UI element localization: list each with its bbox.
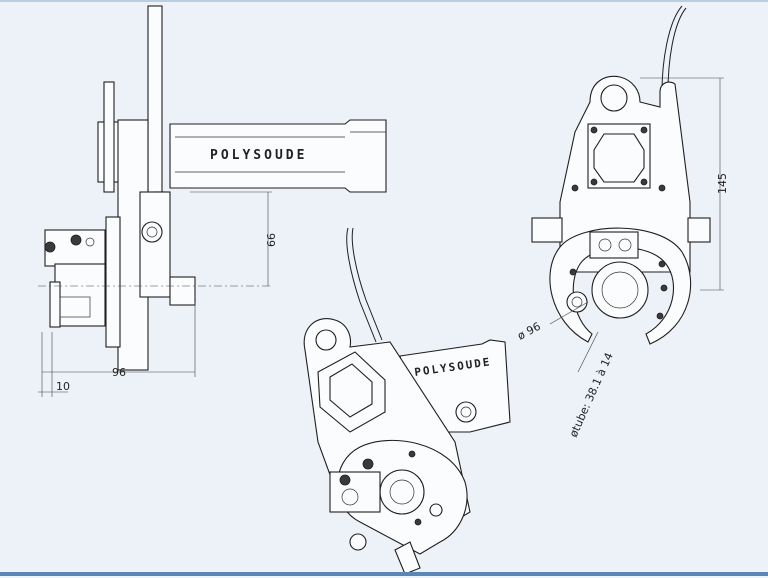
iso-head-body — [329, 471, 381, 513]
side-tube-stub — [169, 276, 196, 306]
side-boom — [169, 119, 387, 193]
iso-wire-guide — [346, 227, 377, 343]
front-motor-hex — [593, 133, 645, 183]
side-plate-thin — [103, 81, 115, 193]
iso-tube-bore — [379, 469, 425, 515]
front-electrode-holder — [589, 231, 639, 259]
side-front-plate — [105, 216, 121, 348]
iso-roller — [349, 533, 367, 551]
dim-label-tube: øtube: 38.1 à 14 — [567, 351, 616, 440]
brand-label-side: POLYSOUDE — [210, 148, 307, 163]
side-head-jaw — [49, 281, 61, 328]
iso-view: POLYSOUDE — [303, 227, 511, 575]
front-rotor — [549, 227, 692, 345]
side-vertical-arm — [147, 5, 163, 207]
iso-lift-hole — [315, 329, 337, 351]
side-clamp-block — [139, 191, 171, 298]
dim-label-145: 145 — [716, 173, 729, 194]
front-tube-bore — [591, 261, 649, 319]
front-view: 145 ø 96 øtube: 38.1 à 14 — [515, 5, 729, 440]
side-head-body — [54, 263, 106, 327]
front-roller — [566, 291, 588, 313]
side-view: POLYSOUDE 66 96 10 — [38, 5, 387, 397]
dim-label-10: 10 — [56, 380, 70, 393]
dim-label-diameter: ø 96 — [515, 320, 543, 343]
front-right-tab — [687, 217, 711, 243]
dim-label-96: 96 — [112, 366, 126, 379]
iso-jaw — [394, 541, 421, 575]
front-left-tab — [531, 217, 563, 243]
iso-motor-hex — [329, 363, 373, 418]
side-knob — [141, 221, 163, 243]
bottom-border — [0, 572, 768, 576]
dim-label-66: 66 — [265, 233, 278, 247]
iso-knob — [455, 401, 477, 423]
front-lift-hole — [600, 84, 628, 112]
